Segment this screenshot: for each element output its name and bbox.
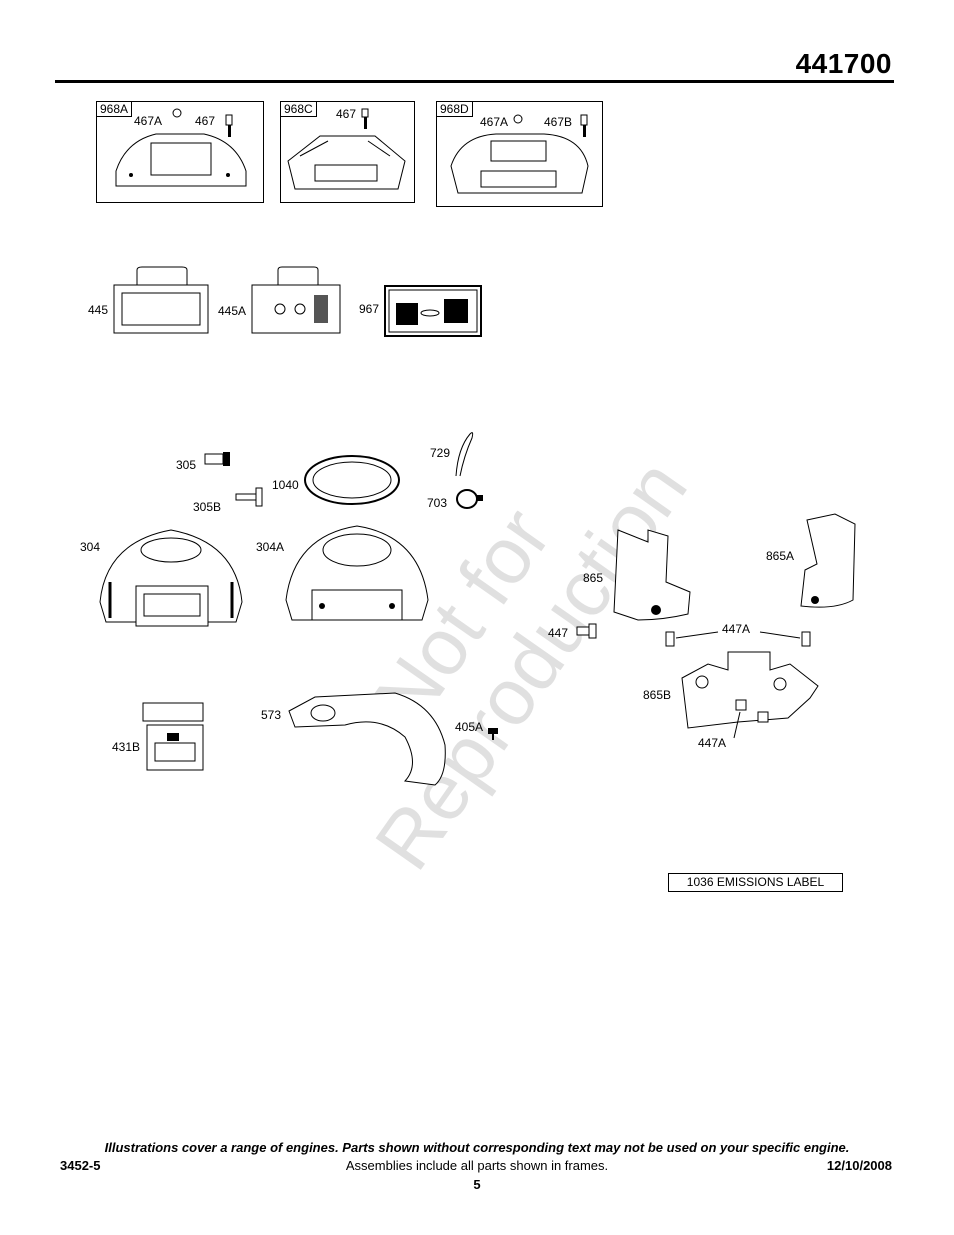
part-label: 431B	[112, 740, 141, 754]
part-label: 447A	[722, 622, 751, 636]
frame-tag: 968C	[280, 101, 317, 117]
emissions-label-box: 1036 EMISSIONS LABEL	[668, 873, 843, 892]
part-label: 405A	[455, 720, 484, 734]
part-label: 467A	[134, 114, 163, 128]
air-filter-445a-drawing	[250, 265, 345, 337]
screw-447-drawing	[575, 623, 599, 641]
part-label: 305	[176, 458, 197, 472]
frame-968c: 968C	[280, 101, 415, 203]
cover-968c-drawing	[280, 101, 413, 201]
screw-405a-drawing	[488, 728, 498, 742]
cover-968d-drawing	[436, 101, 601, 205]
footer-date: 12/10/2008	[826, 1158, 892, 1173]
part-label: 304	[80, 540, 101, 554]
part-label: 467A	[480, 115, 509, 129]
header-rule	[55, 80, 894, 83]
part-label: 467B	[544, 115, 573, 129]
screws-447a-bottom-drawing	[730, 698, 776, 742]
part-label: 865	[583, 571, 604, 585]
bolt-305-drawing	[203, 452, 230, 466]
part-label: 467	[336, 107, 357, 121]
part-label: 729	[430, 446, 451, 460]
clamp-703-drawing	[453, 487, 483, 511]
model-number: 441700	[795, 48, 892, 79]
part-label: 865A	[766, 549, 795, 563]
part-label: 967	[359, 302, 380, 316]
page-number: 5	[473, 1177, 481, 1192]
bracket-431b-drawing	[137, 697, 212, 777]
blower-housing-304a-drawing	[282, 520, 432, 635]
screws-447a-top-drawing	[664, 628, 814, 650]
part-label: 865B	[643, 688, 672, 702]
part-label: 445A	[218, 304, 247, 318]
gasket-1040-drawing	[302, 452, 402, 507]
part-label: 447A	[698, 736, 727, 750]
frame-tag: 968A	[96, 101, 133, 117]
part-label: 573	[261, 708, 282, 722]
shroud-865-drawing	[608, 522, 696, 624]
footer-disclaimer: Illustrations cover a range of engines. …	[104, 1140, 850, 1155]
part-label: 447	[548, 626, 569, 640]
frame-968d: 968D	[436, 101, 603, 207]
base-plate-573-drawing	[285, 685, 455, 795]
screw-305b-drawing	[234, 486, 266, 508]
footer-assemblies-note: Assemblies include all parts shown in fr…	[345, 1158, 609, 1173]
filter-label-967-drawing	[384, 285, 482, 337]
part-label: 703	[427, 496, 448, 510]
part-label: 1040	[272, 478, 299, 492]
air-filter-445-drawing	[112, 265, 212, 337]
shroud-865a-drawing	[795, 510, 860, 615]
part-label: 467	[195, 114, 216, 128]
part-label: 305B	[193, 500, 222, 514]
cover-968a-drawing	[96, 101, 262, 201]
blower-housing-304-drawing	[96, 522, 246, 637]
clip-729-drawing	[452, 428, 477, 480]
part-label: 304A	[256, 540, 285, 554]
part-label: 445	[88, 303, 109, 317]
frame-tag: 968D	[436, 101, 473, 117]
footer-doc-code: 3452-5	[60, 1158, 101, 1173]
frame-968a: 968A	[96, 101, 264, 203]
